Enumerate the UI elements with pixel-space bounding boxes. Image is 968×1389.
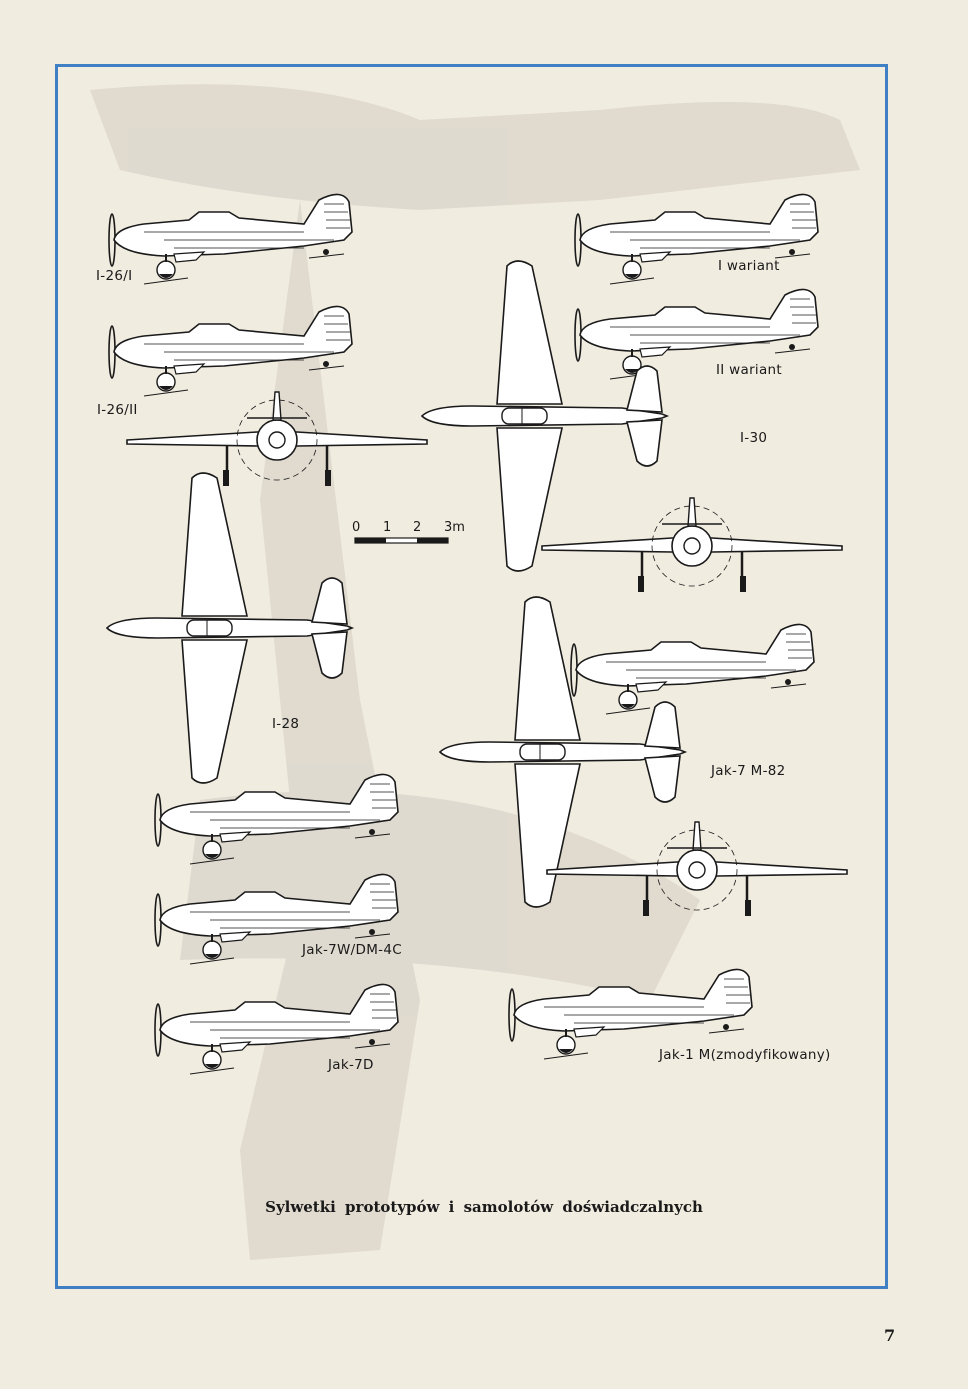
label-jak7d: Jak-7D: [328, 1057, 374, 1073]
label-i30: I-30: [740, 430, 768, 446]
page-number: 7: [884, 1326, 896, 1345]
aircraft-i26-2-side-view: [108, 305, 353, 397]
aircraft-jak7-front-view: [545, 820, 849, 918]
aircraft-i30-front-view: [540, 496, 844, 594]
aircraft-jak7-top-view: [439, 596, 686, 908]
label-i28: I-28: [272, 716, 300, 732]
aircraft-i26-1-side-view: [108, 193, 353, 285]
aircraft-i26-front-view: [125, 390, 429, 488]
scale-bar: [354, 537, 449, 544]
label-variant-2: II wariant: [716, 362, 782, 378]
label-i26-2: I-26/II: [97, 402, 138, 418]
scale-mark-0: 0: [352, 520, 361, 535]
scale-mark-2: 2: [413, 520, 422, 535]
aircraft-variant-1-side-view: [574, 193, 819, 285]
aircraft-side-view-a: [154, 773, 399, 865]
scale-labels: 0 1 2 3m: [350, 520, 490, 540]
blue-frame-border: [55, 64, 888, 1289]
aircraft-jak1m-side-view: [508, 968, 753, 1060]
label-jak1m: Jak-1 M(zmodyfikowany): [659, 1047, 831, 1063]
aircraft-i28-top-view: [106, 472, 353, 784]
scale-mark-1: 1: [383, 520, 392, 535]
scale-mark-3m: 3m: [444, 520, 465, 535]
label-jak7-m82: Jak-7 M-82: [711, 763, 786, 779]
figure-caption: Sylwetki prototypów i samolotów doświadc…: [265, 1198, 703, 1216]
aircraft-jak7-m82-side-view: [570, 623, 815, 715]
label-i26-1: I-26/I: [96, 268, 133, 284]
label-variant-1: I wariant: [718, 258, 780, 274]
label-jak7w-dm4c: Jak-7W/DM-4C: [302, 942, 402, 958]
